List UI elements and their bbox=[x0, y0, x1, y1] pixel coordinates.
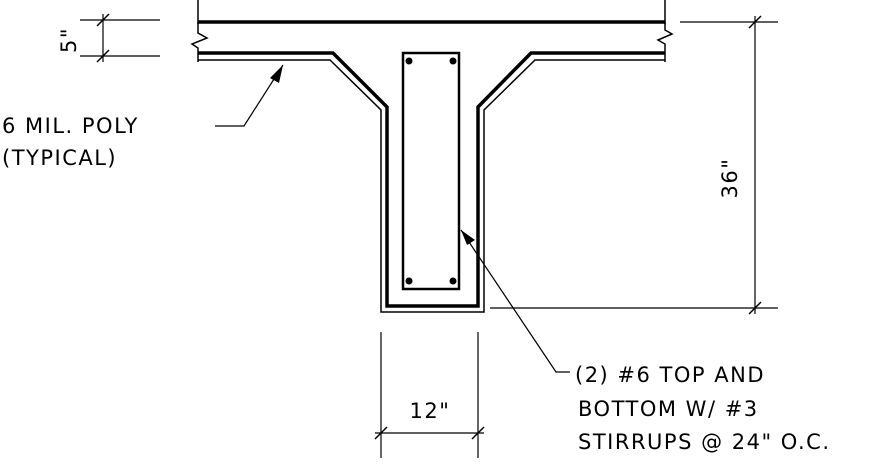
rebar-top-left bbox=[405, 57, 413, 65]
poly-note-line2: (TYPICAL) bbox=[2, 146, 117, 170]
beam-width-label: 12" bbox=[410, 399, 451, 423]
poly-vapor-barrier bbox=[198, 59, 665, 313]
slab-thickness-dimension: 5" bbox=[57, 13, 160, 63]
beam-width-dimension: 12" bbox=[374, 332, 485, 458]
rebar-bottom-left bbox=[405, 277, 413, 285]
beam-depth-label: 36" bbox=[718, 158, 742, 199]
rebar-note-line2: BOTTOM W/ #3 bbox=[578, 397, 759, 421]
rebar-note-line3: STIRRUPS @ 24" O.C. bbox=[578, 430, 831, 454]
poly-note-line1: 6 MIL. POLY bbox=[2, 114, 139, 138]
right-break-line bbox=[656, 22, 674, 62]
rebar-note-line1: (2) #6 TOP AND bbox=[575, 363, 765, 387]
stirrup bbox=[401, 51, 461, 291]
poly-leader bbox=[215, 64, 284, 127]
beam-outline bbox=[198, 51, 665, 308]
rebar-leader bbox=[460, 229, 570, 373]
rebar-bottom-right bbox=[449, 277, 457, 285]
rebar-top-right bbox=[449, 57, 457, 65]
left-break-line bbox=[190, 22, 209, 62]
slab-thickness-label: 5" bbox=[57, 27, 81, 53]
beam-depth-dimension: 36" bbox=[490, 15, 778, 315]
